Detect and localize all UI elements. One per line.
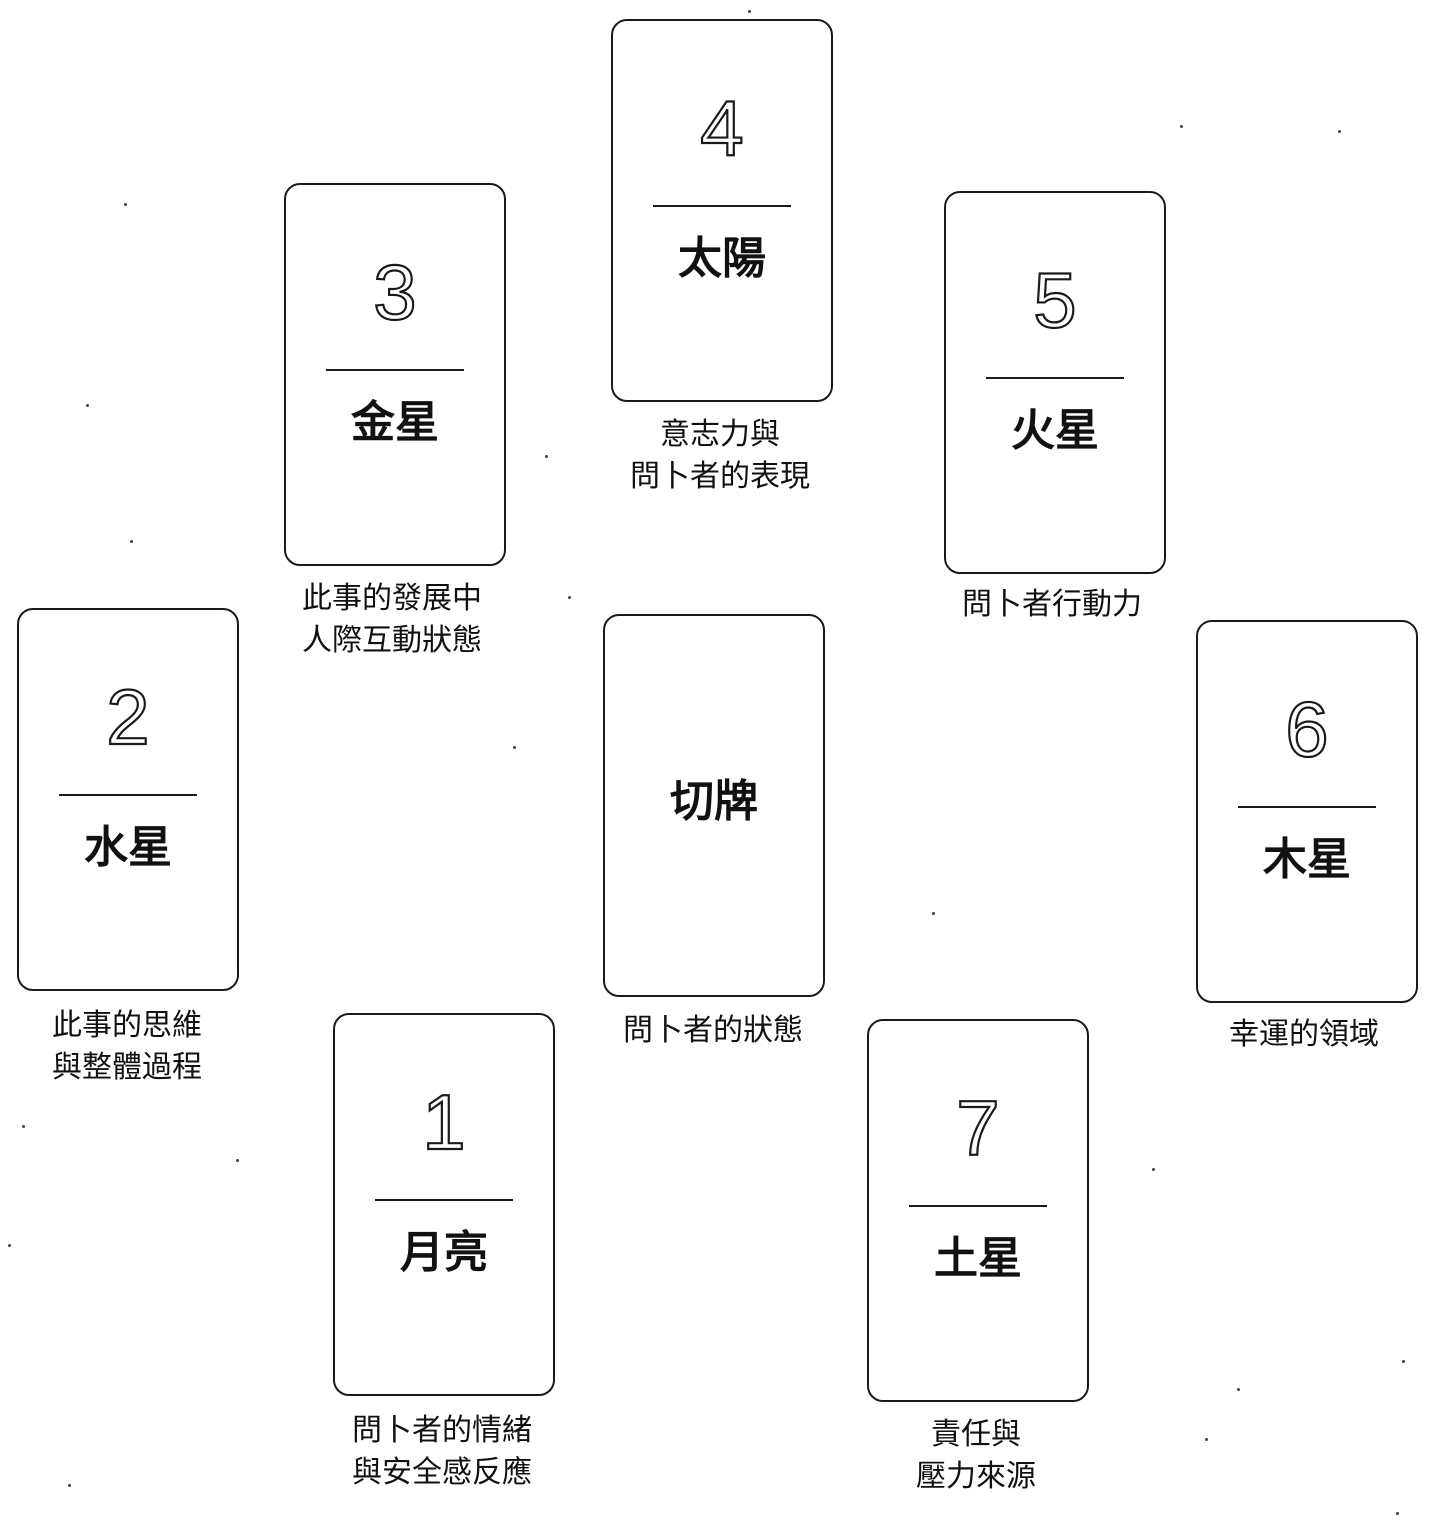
- card-5-mars: 5 火星: [944, 191, 1166, 574]
- card-2-caption: 此事的思維 與整體過程: [0, 1005, 277, 1089]
- scan-speck: [124, 203, 127, 206]
- divider-line: [59, 794, 197, 796]
- card-4-sun: 4 太陽: [611, 19, 833, 402]
- scan-speck: [68, 1484, 71, 1487]
- scan-speck: [236, 1159, 239, 1162]
- caption-line: 問卜者的表現: [630, 459, 810, 494]
- card-3-caption: 此事的發展中 人際互動狀態: [242, 578, 542, 662]
- caption-line: 問卜者的狀態: [623, 1013, 803, 1048]
- caption-line: 人際互動狀態: [302, 623, 482, 658]
- card-number: 2: [105, 673, 151, 761]
- card-number: 7: [955, 1084, 1001, 1172]
- scan-speck: [86, 404, 89, 407]
- card-7-caption: 責任與 壓力來源: [826, 1414, 1126, 1498]
- caption-line: 幸運的領域: [1229, 1017, 1379, 1052]
- scan-speck: [130, 540, 133, 543]
- scan-speck: [22, 1125, 25, 1128]
- card-3-venus: 3 金星: [284, 183, 506, 566]
- center-card-cut: 切牌: [603, 614, 825, 997]
- card-1-moon: 1 月亮: [333, 1013, 555, 1396]
- scan-speck: [1237, 1388, 1240, 1391]
- card-6-jupiter: 6 木星: [1196, 620, 1418, 1003]
- caption-line: 意志力與: [660, 417, 780, 452]
- scan-speck: [568, 596, 571, 599]
- caption-line: 問卜者的情緒: [352, 1413, 532, 1448]
- divider-line: [653, 205, 791, 207]
- scan-speck: [8, 1244, 11, 1247]
- scan-speck: [513, 746, 516, 749]
- card-number: 4: [699, 84, 745, 172]
- card-planet-name: 木星: [1263, 834, 1351, 885]
- center-card-caption: 問卜者的狀態: [563, 1010, 863, 1052]
- card-number: 5: [1032, 256, 1078, 344]
- caption-line: 問卜者行動力: [962, 587, 1142, 622]
- card-1-caption: 問卜者的情緒 與安全感反應: [292, 1410, 592, 1494]
- scan-speck: [1338, 130, 1341, 133]
- card-planet-name: 火星: [1011, 405, 1099, 456]
- scan-speck: [1402, 1360, 1405, 1363]
- caption-line: 責任與: [931, 1417, 1021, 1452]
- scan-speck: [1205, 1438, 1208, 1441]
- scan-speck: [1396, 1512, 1399, 1515]
- caption-line: 此事的思維: [52, 1008, 202, 1043]
- scan-speck: [932, 912, 935, 915]
- center-card-title: 切牌: [670, 776, 758, 827]
- card-planet-name: 土星: [934, 1233, 1022, 1284]
- card-number: 3: [372, 248, 418, 336]
- card-number: 1: [421, 1078, 467, 1166]
- scan-speck: [1180, 125, 1183, 128]
- card-4-caption: 意志力與 問卜者的表現: [570, 414, 870, 498]
- caption-line: 壓力來源: [916, 1459, 1036, 1494]
- caption-line: 與安全感反應: [352, 1455, 532, 1490]
- scan-speck: [748, 10, 751, 13]
- divider-line: [1238, 806, 1376, 808]
- scan-speck: [545, 455, 548, 458]
- caption-line: 此事的發展中: [302, 581, 482, 616]
- card-2-mercury: 2 水星: [17, 608, 239, 991]
- card-planet-name: 水星: [84, 822, 172, 873]
- card-planet-name: 太陽: [678, 233, 766, 284]
- divider-line: [326, 369, 464, 371]
- divider-line: [986, 377, 1124, 379]
- card-planet-name: 金星: [351, 397, 439, 448]
- card-6-caption: 幸運的領域: [1154, 1014, 1430, 1056]
- card-5-caption: 問卜者行動力: [902, 584, 1202, 626]
- scan-speck: [1152, 1168, 1155, 1171]
- caption-line: 與整體過程: [52, 1050, 202, 1085]
- divider-line: [375, 1199, 513, 1201]
- divider-line: [909, 1205, 1047, 1207]
- card-number: 6: [1284, 685, 1330, 773]
- card-7-saturn: 7 土星: [867, 1019, 1089, 1402]
- card-planet-name: 月亮: [400, 1227, 488, 1278]
